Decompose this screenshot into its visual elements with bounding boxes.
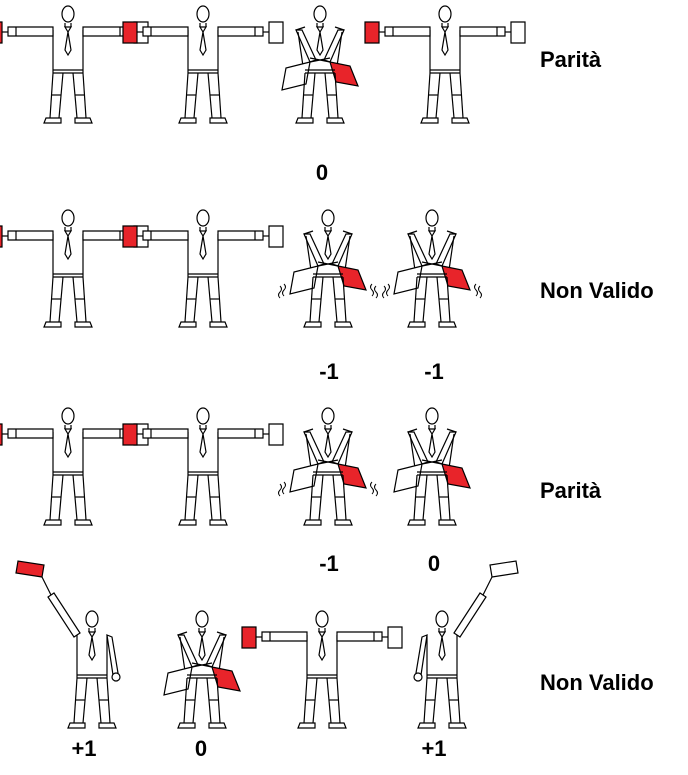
- referee-figure-r2-f3: [278, 209, 378, 328]
- score-r3-f3: -1: [319, 551, 339, 576]
- referee-figure-r2-f4: [382, 209, 482, 328]
- referee-figure-r4-f2: [163, 610, 241, 729]
- score-r4-f1: +1: [71, 736, 97, 761]
- referee-figure-r1-f4: [364, 5, 526, 124]
- row-label-1: Parità: [540, 47, 602, 72]
- row-label-3: Parità: [540, 478, 602, 503]
- referee-figure-r4-f1: [15, 560, 121, 729]
- referee-figure-r4-f4: [413, 560, 519, 729]
- row-label-4: Non Valido: [540, 670, 654, 695]
- referee-figure-r3-f3: [278, 407, 378, 526]
- score-r4-f4: +1: [421, 736, 447, 761]
- score-r2-f4: -1: [424, 359, 444, 384]
- referee-figure-r3-f4: [393, 407, 471, 526]
- referee-figure-r2-f1: [0, 209, 149, 328]
- referee-figure-r3-f2: [122, 407, 284, 526]
- score-r4-f2: 0: [194, 736, 208, 761]
- score-r3-f4: 0: [427, 551, 441, 576]
- referee-figure-r1-f3: [281, 5, 359, 124]
- score-r1-f3: 0: [315, 160, 329, 185]
- referee-figure-r4-f3: [241, 610, 403, 729]
- row-label-2: Non Valido: [540, 278, 654, 303]
- referee-figure-r2-f2: [122, 209, 284, 328]
- score-r2-f3: -1: [319, 359, 339, 384]
- referee-figure-r1-f2: [122, 5, 284, 124]
